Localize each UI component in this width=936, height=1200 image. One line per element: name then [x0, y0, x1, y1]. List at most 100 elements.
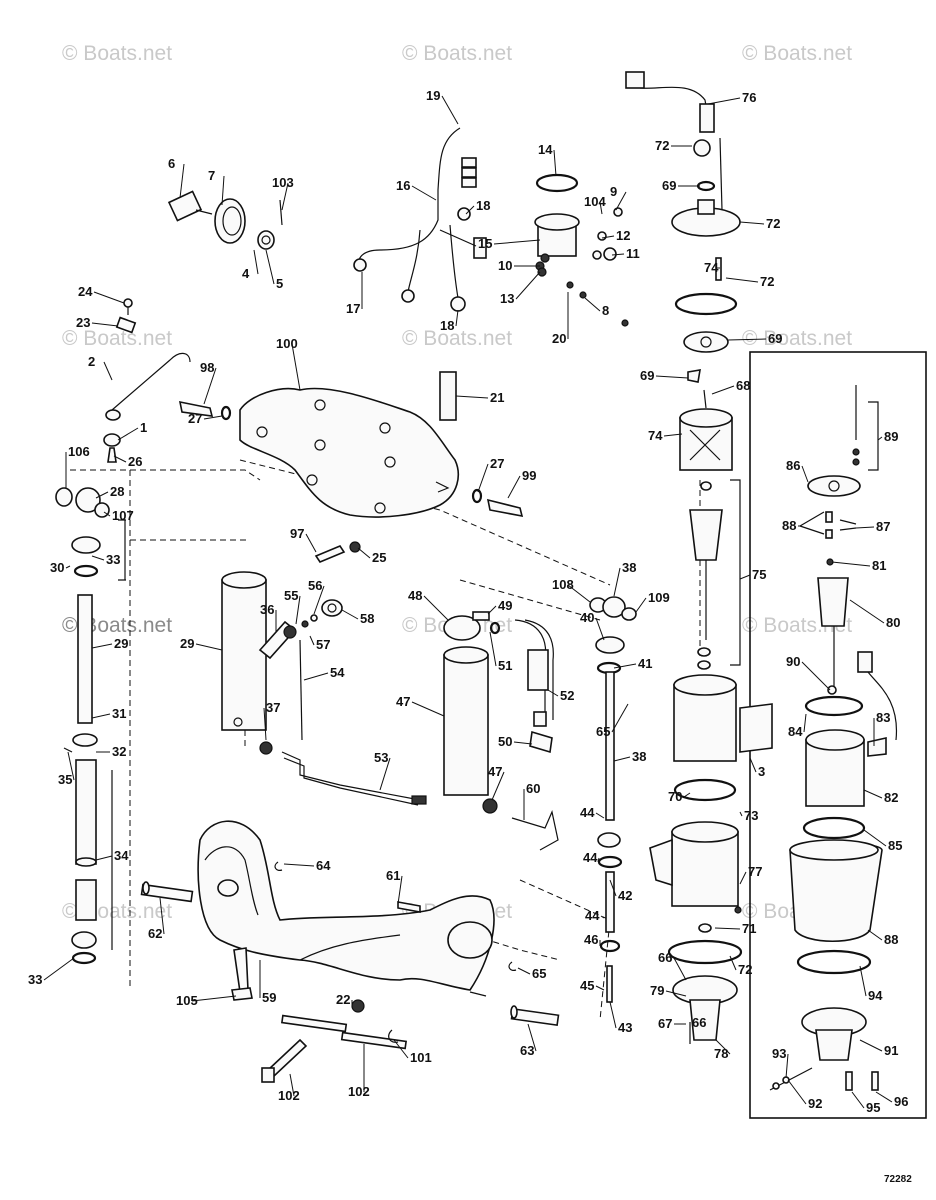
part-number-label: 92 [808, 1096, 822, 1111]
part-number-label: 72 [760, 274, 774, 289]
callout-line [683, 792, 691, 798]
part-number-label: 72 [738, 962, 752, 977]
part-number-label: 79 [650, 983, 664, 998]
callout-line [305, 533, 317, 553]
part-number-label: 24 [78, 284, 93, 299]
part-number-label: 66 [658, 950, 672, 965]
part-number-label: 99 [522, 468, 536, 483]
part-number-label: 35 [58, 772, 72, 787]
callout-line [613, 756, 631, 762]
part-number-label: 23 [76, 315, 90, 330]
part-number-label: 18 [440, 318, 454, 333]
callout-line [253, 249, 259, 275]
callout-line [91, 555, 105, 561]
part-number-label: 17 [346, 301, 360, 316]
part-number-label: 67 [658, 1016, 672, 1031]
part-number-label: 60 [526, 781, 540, 796]
part-number-label: 38 [622, 560, 636, 575]
part-number-label: 88 [884, 932, 898, 947]
part-number-label: 94 [868, 988, 883, 1003]
callout-line [91, 322, 119, 327]
trim-gauge-group [167, 190, 283, 250]
callout-line [877, 436, 883, 441]
part-number-label: 74 [704, 260, 719, 275]
part-number-label: 69 [768, 331, 782, 346]
callout-line [785, 1053, 789, 1079]
part-number-label: 7 [208, 168, 215, 183]
part-number-label: 5 [276, 276, 283, 291]
callout-line [855, 526, 875, 529]
part-number-label: 109 [648, 590, 670, 605]
callout-line [281, 182, 289, 211]
part-number-label: 14 [538, 142, 553, 157]
part-number-label: 13 [500, 291, 514, 306]
part-number-label: 2 [88, 354, 95, 369]
callout-line [609, 879, 617, 897]
callout-line [739, 574, 751, 580]
callout-line [43, 957, 75, 981]
bolts-and-washers [178, 400, 524, 563]
part-number-label: 71 [742, 921, 756, 936]
part-number-label: 45 [580, 978, 594, 993]
part-number-label: 76 [742, 90, 756, 105]
callout-line [711, 385, 735, 395]
part-number-label: 89 [884, 429, 898, 444]
part-number-label: 36 [260, 602, 274, 617]
part-number-label: 78 [714, 1046, 728, 1061]
part-number-label: 95 [866, 1100, 880, 1115]
part-number-label: 44 [585, 908, 600, 923]
bracket-90 [839, 519, 857, 531]
part-number-label: 102 [348, 1084, 370, 1099]
callout-line [725, 277, 759, 283]
part-number-label: 102 [278, 1088, 300, 1103]
watermark-text: © Boats.net [402, 327, 512, 350]
callout-line [613, 663, 637, 669]
motor-stack [625, 71, 773, 1044]
callout-line [295, 595, 301, 625]
watermark-text: © Boats.net [62, 327, 172, 350]
part-number-label: 66 [692, 1015, 706, 1030]
part-number-label: 20 [552, 331, 566, 346]
part-number-label: 61 [386, 868, 400, 883]
callout-line [411, 185, 437, 201]
part-number-label: 82 [884, 790, 898, 805]
callout-line [291, 343, 301, 391]
callout-line [487, 605, 497, 615]
callout-line [801, 465, 809, 483]
callout-line [313, 585, 325, 615]
callout-line [749, 757, 757, 773]
watermark-text: © Boats.net [62, 42, 172, 65]
part-number-label: 27 [188, 411, 202, 426]
callout-line [849, 599, 885, 624]
part-number-label: 72 [655, 138, 669, 153]
part-number-label: 77 [748, 864, 762, 879]
part-number-label: 44 [583, 850, 598, 865]
callout-line [491, 771, 505, 801]
callout-line [411, 701, 445, 717]
part-number-label: 43 [618, 1020, 632, 1035]
part-number-label: 64 [316, 858, 331, 873]
part-number-label: 29 [180, 636, 194, 651]
valve-group [258, 599, 343, 741]
callout-line [191, 995, 237, 1002]
callout-line [714, 927, 741, 930]
left-cylinder-stack [55, 487, 110, 965]
part-number-label: 69 [662, 178, 676, 193]
part-number-label: 101 [410, 1050, 432, 1065]
callout-line [595, 617, 605, 641]
part-number-label: 56 [308, 578, 322, 593]
callout-line [221, 175, 225, 206]
part-number-label: 54 [330, 665, 345, 680]
callout-line [859, 965, 867, 997]
stern-bracket [197, 820, 495, 991]
part-number-label: 84 [788, 724, 803, 739]
callout-line [195, 643, 223, 651]
part-number-label: 9 [610, 184, 617, 199]
callout-line [615, 191, 627, 211]
part-number-label: 31 [112, 706, 126, 721]
callout-line [739, 871, 747, 885]
part-number-label: 69 [640, 368, 654, 383]
transom-bracket [239, 371, 459, 518]
callout-line [611, 253, 625, 256]
part-number-label: 63 [520, 1043, 534, 1058]
